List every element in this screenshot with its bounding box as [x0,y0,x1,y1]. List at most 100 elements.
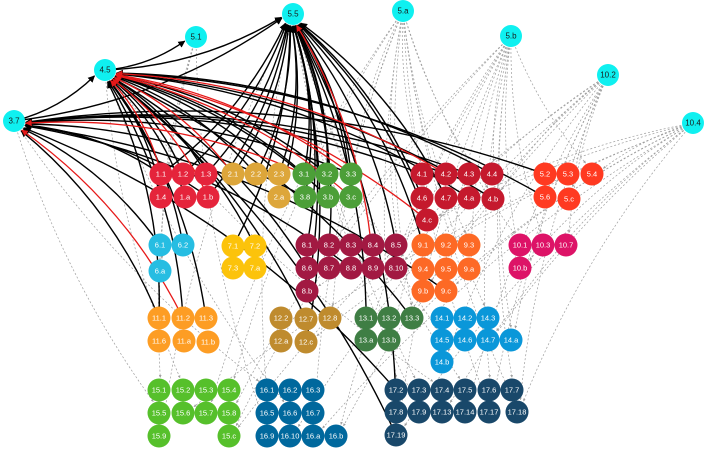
target-node-8-6[interactable]: 8.6 [295,256,319,280]
target-node-14-5[interactable]: 14.5 [430,328,454,352]
target-node-9-1[interactable]: 9.1 [411,233,435,257]
target-node-6-2[interactable]: 6.2 [171,233,195,257]
target-node-9-3[interactable]: 9.3 [457,233,481,257]
target-node-7-a[interactable]: 7.a [243,256,267,280]
target-node-15-c[interactable]: 15.c [217,424,241,448]
target-node-4-3[interactable]: 4.3 [457,162,481,186]
target-node-11-a[interactable]: 11.a [172,329,196,353]
target-node-15-8[interactable]: 15.8 [217,401,241,425]
target-node-3-1[interactable]: 3.1 [292,162,316,186]
target-node-4-1[interactable]: 4.1 [410,162,434,186]
target-node-4-2[interactable]: 4.2 [434,162,458,186]
target-node-17-9[interactable]: 17.9 [407,400,431,424]
target-node-2-2[interactable]: 2.2 [244,162,268,186]
hub-node-5-a[interactable]: 5.a [392,0,414,22]
target-node-14-2[interactable]: 14.2 [453,306,477,330]
target-node-3-b[interactable]: 3.b [316,185,340,209]
target-node-16-a[interactable]: 16.a [301,424,325,448]
target-node-3-c[interactable]: 3.c [339,185,363,209]
target-node-10-1[interactable]: 10.1 [508,233,532,257]
target-node-10-7[interactable]: 10.7 [554,233,578,257]
target-node-15-6[interactable]: 15.6 [171,401,195,425]
target-node-11-1[interactable]: 11.1 [147,306,171,330]
target-node-8-7[interactable]: 8.7 [317,256,341,280]
target-node-5-3[interactable]: 5.3 [556,162,580,186]
target-node-17-18[interactable]: 17.18 [505,400,529,424]
hub-node-3-7[interactable]: 3.7 [3,110,25,132]
target-node-13-3[interactable]: 13.3 [400,306,424,330]
hub-node-5-5[interactable]: 5.5 [282,3,304,25]
target-node-16-5[interactable]: 16.5 [255,401,279,425]
target-node-11-3[interactable]: 11.3 [194,306,218,330]
target-node-2-a[interactable]: 2.a [267,185,291,209]
target-node-3-3[interactable]: 3.3 [339,162,363,186]
target-node-1-1[interactable]: 1.1 [149,162,173,186]
target-node-8-10[interactable]: 8.10 [384,256,408,280]
target-node-17-14[interactable]: 17.14 [453,400,477,424]
target-node-12-c[interactable]: 12.c [294,330,318,354]
target-node-8-5[interactable]: 8.5 [384,233,408,257]
target-node-7-2[interactable]: 7.2 [243,234,267,258]
target-node-5-6[interactable]: 5.6 [533,185,557,209]
target-node-17-8[interactable]: 17.8 [384,400,408,424]
target-node-14-3[interactable]: 14.3 [476,306,500,330]
target-node-15-1[interactable]: 15.1 [147,378,171,402]
target-node-13-b[interactable]: 13.b [377,328,401,352]
target-node-15-5[interactable]: 15.5 [147,401,171,425]
target-node-15-3[interactable]: 15.3 [194,378,218,402]
target-node-12-a[interactable]: 12.a [269,329,293,353]
target-node-8-b[interactable]: 8.b [295,279,319,303]
hub-node-5-b[interactable]: 5.b [500,25,522,47]
target-node-17-3[interactable]: 17.3 [407,378,431,402]
target-node-16-2[interactable]: 16.2 [278,378,302,402]
target-node-4-4[interactable]: 4.4 [480,162,504,186]
hub-node-5-1[interactable]: 5.1 [185,26,207,48]
target-node-12-2[interactable]: 12.2 [269,306,293,330]
target-node-16-10[interactable]: 16.10 [278,424,302,448]
target-node-1-3[interactable]: 1.3 [194,162,218,186]
target-node-16-1[interactable]: 16.1 [255,378,279,402]
target-node-11-b[interactable]: 11.b [196,330,220,354]
target-node-9-2[interactable]: 9.2 [434,233,458,257]
target-node-8-3[interactable]: 8.3 [339,233,363,257]
target-node-9-a[interactable]: 9.a [457,257,481,281]
target-node-4-7[interactable]: 4.7 [434,186,458,210]
target-node-5-2[interactable]: 5.2 [533,162,557,186]
target-node-13-2[interactable]: 13.2 [377,306,401,330]
target-node-1-4[interactable]: 1.4 [149,185,173,209]
target-node-13-a[interactable]: 13.a [354,328,378,352]
target-node-17-6[interactable]: 17.6 [477,378,501,402]
target-node-15-2[interactable]: 15.2 [171,378,195,402]
target-node-15-9[interactable]: 15.9 [147,424,171,448]
target-node-8-1[interactable]: 8.1 [295,233,319,257]
hub-node-10-4[interactable]: 10.4 [682,112,704,134]
target-node-17-5[interactable]: 17.5 [453,378,477,402]
target-node-16-6[interactable]: 16.6 [278,401,302,425]
target-node-7-1[interactable]: 7.1 [221,234,245,258]
target-node-3-8[interactable]: 3.8 [293,185,317,209]
target-node-14-a[interactable]: 14.a [499,328,523,352]
target-node-7-3[interactable]: 7.3 [221,256,245,280]
target-node-8-9[interactable]: 8.9 [361,256,385,280]
target-node-4-a[interactable]: 4.a [457,186,481,210]
target-node-16-7[interactable]: 16.7 [301,401,325,425]
target-node-10-3[interactable]: 10.3 [531,233,555,257]
target-node-17-2[interactable]: 17.2 [384,378,408,402]
target-node-14-1[interactable]: 14.1 [430,306,454,330]
target-node-2-1[interactable]: 2.1 [221,162,245,186]
target-node-9-c[interactable]: 9.c [434,279,458,303]
target-node-17-4[interactable]: 17.4 [430,378,454,402]
target-node-16-3[interactable]: 16.3 [301,378,325,402]
target-node-16-9[interactable]: 16.9 [255,424,279,448]
target-node-17-17[interactable]: 17.17 [477,400,501,424]
target-node-15-7[interactable]: 15.7 [194,401,218,425]
target-node-11-6[interactable]: 11.6 [147,329,171,353]
target-node-14-6[interactable]: 14.6 [453,328,477,352]
target-node-5-4[interactable]: 5.4 [580,162,604,186]
target-node-10-b[interactable]: 10.b [508,256,532,280]
target-node-9-5[interactable]: 9.5 [434,257,458,281]
target-node-1-b[interactable]: 1.b [196,185,220,209]
target-node-17-13[interactable]: 17.13 [430,400,454,424]
target-node-9-b[interactable]: 9.b [411,279,435,303]
target-node-3-2[interactable]: 3.2 [315,162,339,186]
